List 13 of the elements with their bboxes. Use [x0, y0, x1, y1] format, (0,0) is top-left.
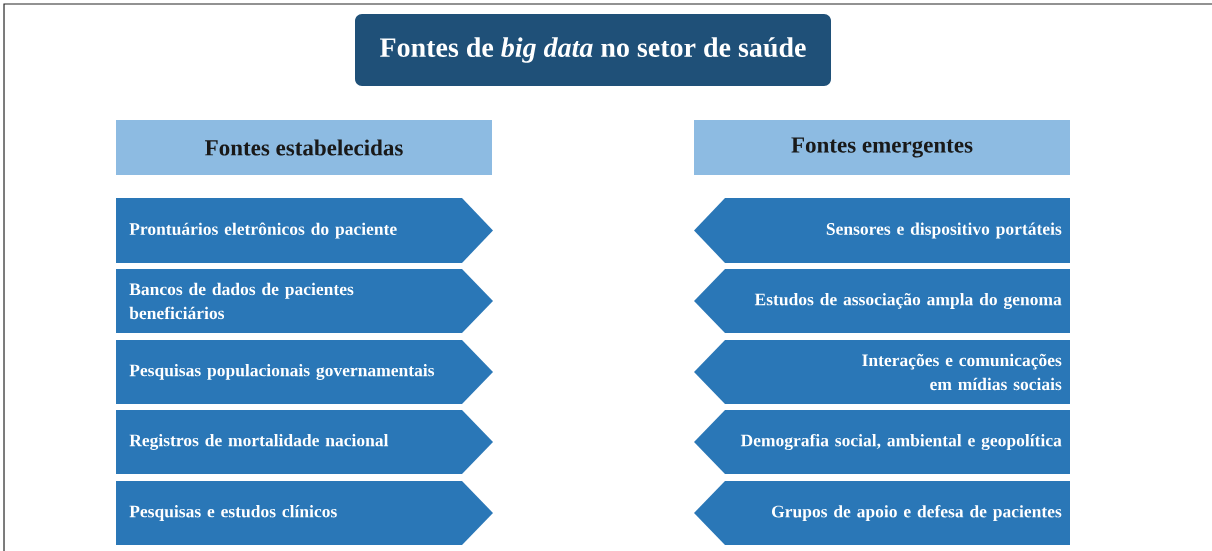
title-box: Fontes de big data no setor de saúde — [355, 14, 831, 86]
arrow-box: Grupos de apoio e defesa de pacientes — [694, 481, 1070, 545]
arrow-box: Bancos de dados de pacientes beneficiários — [116, 269, 493, 333]
header-box: Fontes estabelecidas — [116, 120, 492, 175]
arrow-box: Registros de mortalidade nacional — [116, 410, 493, 474]
arrow-box: Sensores e dispositivo portáteis — [694, 198, 1070, 263]
header-box: Fontes emergentes — [694, 120, 1070, 175]
arrow-box: Pesquisas populacionais governamentais — [116, 340, 493, 404]
arrow-box: Interações e comunicações em mídias sociais — [694, 340, 1070, 404]
arrow-box: Estudos de associação ampla do genoma — [694, 269, 1070, 333]
arrow-box: Prontuários eletrônicos do paciente — [116, 198, 493, 263]
arrow-box: Pesquisas e estudos clínicos — [116, 481, 493, 545]
arrow-box: Demografia social, ambiental e geopolítica — [694, 410, 1070, 474]
